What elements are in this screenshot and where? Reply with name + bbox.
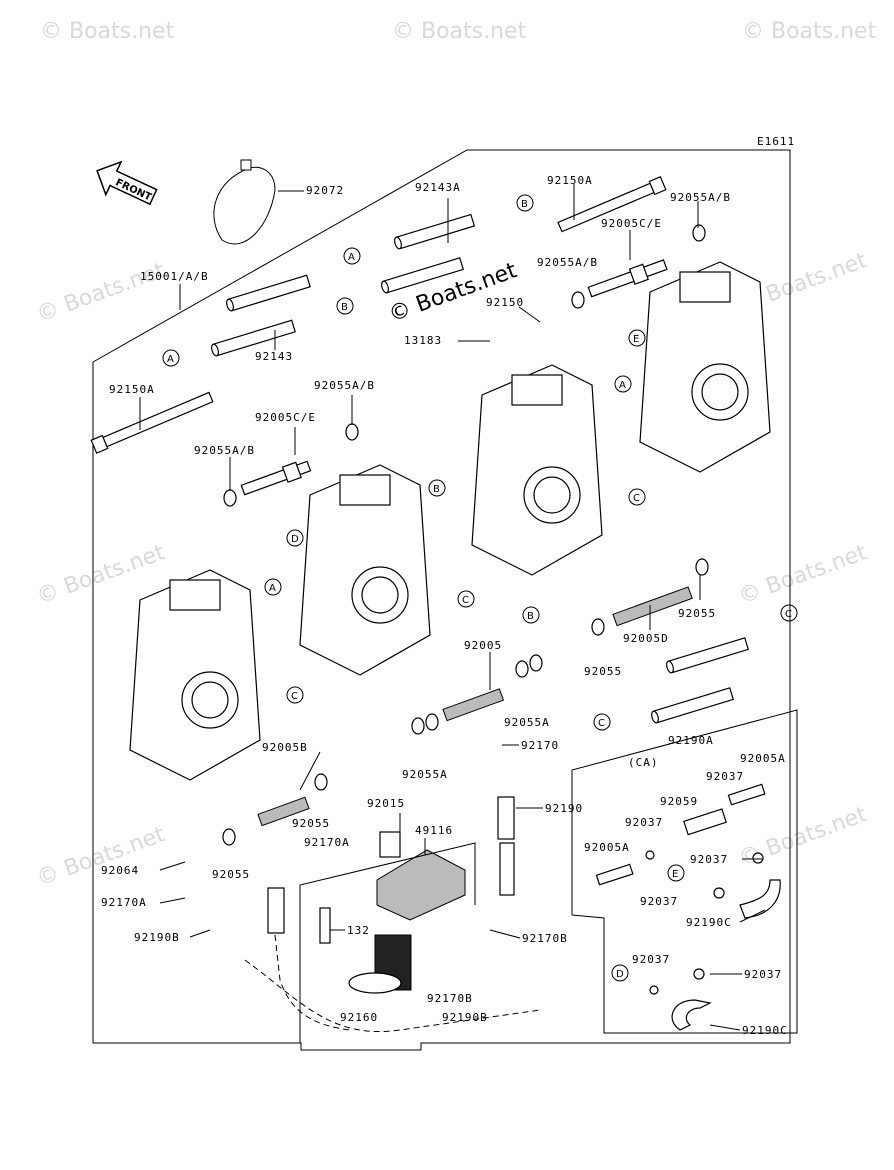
part-label: 92150A bbox=[547, 174, 593, 187]
part-label: 92055A bbox=[402, 768, 448, 781]
part-label: 92160 bbox=[340, 1011, 378, 1024]
part-label: 92055 bbox=[584, 665, 622, 678]
callout-a: A bbox=[269, 583, 276, 594]
part-label: 92015 bbox=[367, 797, 405, 810]
part-label: 92190A bbox=[668, 734, 714, 747]
part-label: 92170B bbox=[427, 992, 473, 1005]
part-label: 49116 bbox=[415, 824, 453, 837]
part-label: 92055A/B bbox=[314, 379, 375, 392]
diagram-code: E1611 bbox=[757, 135, 795, 148]
callout-b: B bbox=[433, 484, 440, 495]
part-label: 92005B bbox=[262, 741, 308, 754]
diagram-frame bbox=[92, 149, 791, 1051]
part-label: 92170B bbox=[522, 932, 568, 945]
joint-pipes bbox=[211, 213, 750, 724]
part-label: 92170 bbox=[521, 739, 559, 752]
callout-a: A bbox=[167, 354, 174, 365]
part-label: 92005C/E bbox=[255, 411, 316, 424]
callout-c: C bbox=[598, 718, 605, 729]
callout-c: C bbox=[291, 691, 298, 702]
part-labels: 92072 92143A 92150A 92055A/B 92005C/E 92… bbox=[101, 174, 788, 1037]
callout-a: A bbox=[348, 252, 355, 263]
front-arrow-icon: FRONT bbox=[96, 160, 158, 206]
watermark-text: © Boats.net bbox=[742, 19, 877, 44]
part-label: 92059 bbox=[660, 795, 698, 808]
part-label: 92190B bbox=[442, 1011, 488, 1024]
part-label: 92055A bbox=[504, 716, 550, 729]
callout-b: B bbox=[521, 199, 528, 210]
callout-c: C bbox=[785, 609, 792, 620]
part-label: 92005A bbox=[584, 841, 630, 854]
part-label: 92005A bbox=[740, 752, 786, 765]
callout-c: C bbox=[462, 595, 469, 606]
watermark-text: © Boats.net bbox=[392, 19, 527, 44]
part-label: 92190B bbox=[134, 931, 180, 944]
part-label: 92072 bbox=[306, 184, 344, 197]
part-label: 92037 bbox=[625, 816, 663, 829]
ca-label: (CA) bbox=[628, 756, 659, 769]
watermark-text: © Boats.net bbox=[34, 258, 169, 328]
callout-circles: A B B A A B C D E A C B C C C E D bbox=[162, 194, 798, 982]
callout-e: E bbox=[672, 869, 678, 880]
cable-tie-part bbox=[213, 159, 304, 245]
fitting-parts bbox=[222, 224, 709, 994]
part-label: 92190C bbox=[742, 1024, 788, 1037]
callout-c: C bbox=[633, 493, 640, 504]
part-label: 92170A bbox=[304, 836, 350, 849]
callout-d: D bbox=[291, 534, 299, 545]
watermark-text: © Boats.net bbox=[736, 540, 871, 610]
inner-frame bbox=[299, 842, 476, 1043]
part-label: 92143A bbox=[415, 181, 461, 194]
part-label: 92037 bbox=[706, 770, 744, 783]
watermark-text: © Boats.net bbox=[40, 19, 175, 44]
part-label: 132 bbox=[347, 924, 370, 937]
part-label: 92005D bbox=[623, 632, 669, 645]
callout-b: B bbox=[527, 611, 534, 622]
part-label: 92055A/B bbox=[537, 256, 598, 269]
part-label: 92005C/E bbox=[601, 217, 662, 230]
carburetor-bodies bbox=[129, 261, 771, 781]
long-bolts bbox=[90, 176, 667, 454]
part-label: 92037 bbox=[690, 853, 728, 866]
leader-lines bbox=[139, 184, 766, 1031]
part-label: 92190C bbox=[686, 916, 732, 929]
ca-assembly-frame bbox=[571, 709, 798, 1034]
part-label: 92150A bbox=[109, 383, 155, 396]
callout-b: B bbox=[341, 302, 348, 313]
callout-d: D bbox=[616, 969, 624, 980]
part-label: 15001/A/B bbox=[140, 270, 209, 283]
part-label: 92064 bbox=[101, 864, 139, 877]
part-label: 92005 bbox=[464, 639, 502, 652]
part-label: 92055 bbox=[292, 817, 330, 830]
watermark-text: © Boats.net bbox=[34, 822, 169, 892]
part-label: 92143 bbox=[255, 350, 293, 363]
part-label: 92055 bbox=[678, 607, 716, 620]
part-label: 92055A/B bbox=[670, 191, 731, 204]
part-label: 92037 bbox=[632, 953, 670, 966]
ca-parts bbox=[595, 783, 781, 1031]
part-label: 13183 bbox=[404, 334, 442, 347]
part-label: 92170A bbox=[101, 896, 147, 909]
part-label: 92037 bbox=[744, 968, 782, 981]
part-label: 92055A/B bbox=[194, 444, 255, 457]
part-label: 92037 bbox=[640, 895, 678, 908]
part-label: 92055 bbox=[212, 868, 250, 881]
callout-a: A bbox=[619, 380, 626, 391]
callout-e: E bbox=[633, 334, 639, 345]
part-label: 92190 bbox=[545, 802, 583, 815]
part-label: 92150 bbox=[486, 296, 524, 309]
